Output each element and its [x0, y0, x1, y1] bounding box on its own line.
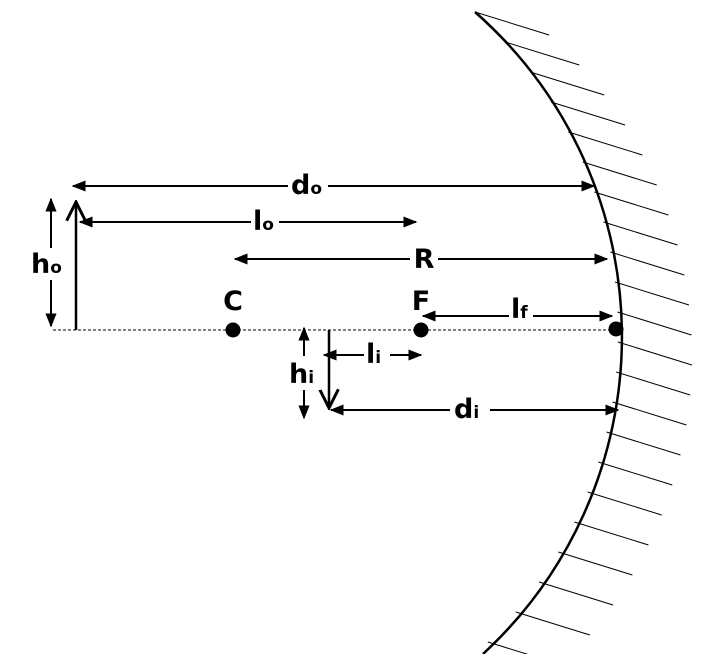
hatch-line: [617, 311, 692, 336]
focus-label: F: [412, 286, 430, 317]
hatch-line: [538, 581, 614, 606]
center-point: [225, 322, 241, 338]
hatch-line: [558, 551, 633, 576]
hatch-line: [487, 641, 529, 654]
lo-label: lo: [253, 206, 274, 237]
concave-mirror: [474, 11, 624, 654]
R-label: R: [414, 244, 435, 275]
hatch-line: [606, 431, 681, 456]
hi-label: hi: [289, 359, 314, 390]
hatch-line: [587, 491, 662, 516]
di-label: di: [454, 394, 479, 425]
li-label: li: [366, 339, 381, 370]
focus-point: [413, 322, 429, 338]
hatch-line: [614, 281, 690, 306]
hatch-line: [515, 611, 590, 636]
hatch-line: [616, 371, 691, 396]
hatch-line: [617, 341, 693, 366]
hatch-line: [598, 461, 673, 486]
center-label: C: [223, 286, 243, 317]
hatch-line: [612, 401, 687, 426]
vertex-point: [608, 321, 624, 337]
hatch-line: [505, 41, 580, 66]
hatch-line: [530, 71, 605, 96]
hatch-line: [610, 251, 685, 276]
hatch-line: [582, 161, 657, 186]
ho-label: ho: [31, 249, 62, 280]
mirror-hatching: [474, 11, 693, 654]
hatch-line: [594, 191, 669, 216]
hatch-line: [574, 521, 649, 546]
hatch-line: [474, 11, 550, 36]
lf-label: lf: [511, 294, 528, 325]
hatch-line: [603, 221, 678, 246]
hatch-line: [550, 101, 626, 126]
hatch-line: [568, 131, 643, 156]
do-label: do: [291, 170, 322, 201]
